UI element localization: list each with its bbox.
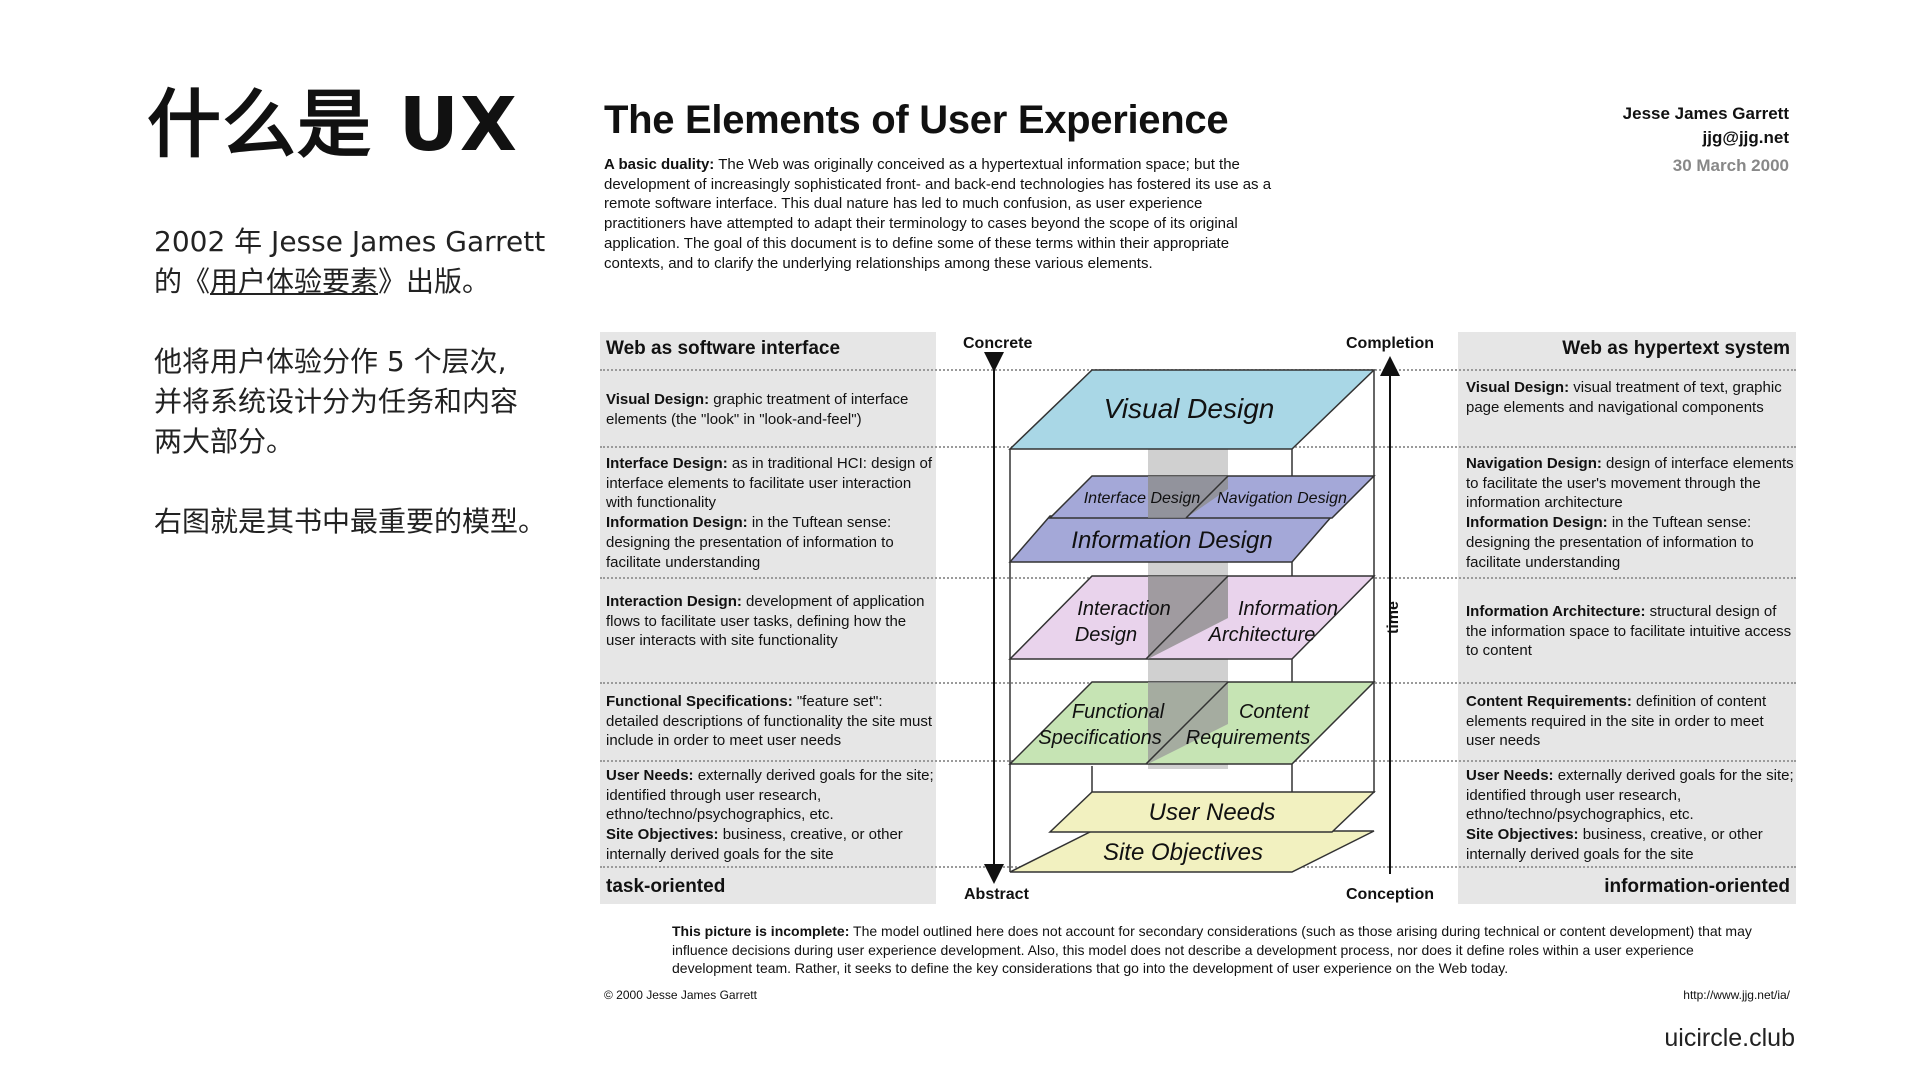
term: Information Architecture: — [1466, 603, 1646, 620]
right-desc-ia: Information Architecture: structural des… — [1466, 602, 1794, 661]
center-band-shadow — [1148, 476, 1228, 518]
incomplete-label: This picture is incomplete: — [672, 923, 850, 939]
term: Visual Design: — [606, 391, 710, 408]
term: Interface Design: — [606, 455, 728, 472]
left-panel-footer: task-oriented — [606, 876, 726, 897]
term: Information Design: — [1466, 514, 1608, 532]
right-panel-footer: information-oriented — [1604, 876, 1790, 897]
plane-label-navigation-design: Navigation Design — [1217, 490, 1347, 507]
structure-divider — [1145, 575, 1229, 660]
plane-label-user-needs: User Needs — [1149, 799, 1276, 826]
incomplete-text: The model outlined here does not account… — [672, 923, 1752, 976]
intro-line: 并将系统设计分为任务和内容 — [154, 385, 519, 418]
intro-line: 右图就是其书中最重要的模型。 — [154, 505, 547, 538]
left-panel: Web as software interface Visual Design:… — [600, 332, 936, 904]
right-panel-header: Web as hypertext system — [1562, 338, 1790, 359]
intro-paragraph-2: 他将用户体验分作 5 个层次, 并将系统设计分为任务和内容 两大部分。 — [154, 342, 554, 462]
intro-line: 2002 年 Jesse James Garrett — [154, 225, 546, 258]
plane-label-interaction-1: Interaction — [1077, 598, 1170, 620]
source-url-link[interactable]: http://www.jjg.net/ia/ — [1683, 988, 1790, 1002]
plane-label-ia-2: Architecture — [1208, 624, 1316, 646]
plane-label-functional-2: Specifications — [1038, 727, 1161, 749]
planes-stack-diagram: Concrete Abstract Completion Conception … — [963, 335, 1434, 903]
right-desc-navigation-info: Navigation Design: design of interface e… — [1466, 454, 1794, 572]
intro-line: 两大部分。 — [154, 425, 295, 458]
intro-line: 他将用户体验分作 5 个层次, — [154, 345, 507, 378]
site-brand: uicircle.club — [1664, 1024, 1795, 1052]
term: Navigation Design: — [1466, 455, 1602, 472]
right-desc-needs-objectives: User Needs: externally derived goals for… — [1466, 766, 1794, 865]
axis-label-time: time — [1385, 601, 1402, 634]
left-panel-header: Web as software interface — [606, 338, 841, 359]
term: Content Requirements: — [1466, 693, 1632, 710]
plane-label-content-2: Requirements — [1186, 727, 1311, 749]
intro-text: 的《 — [154, 265, 211, 298]
right-desc-visual: Visual Design: visual treatment of text,… — [1466, 378, 1794, 417]
author-block: Jesse James Garrett jjg@jjg.net 30 March… — [1623, 102, 1789, 178]
duality-paragraph: A basic duality: The Web was originally … — [604, 155, 1274, 273]
definition: externally derived goals for the site; i… — [1466, 767, 1794, 824]
term: Visual Design: — [1466, 379, 1570, 396]
term: Site Objectives: — [1466, 826, 1579, 844]
definition: business, creative, or other internally … — [606, 826, 903, 863]
plane-visual-design — [1008, 369, 1376, 450]
plane-label-information-design: Information Design — [1071, 527, 1272, 554]
plane-label-visual-design: Visual Design — [1104, 393, 1275, 424]
term: User Needs: — [1466, 767, 1554, 784]
plane-label-functional-1: Functional — [1072, 701, 1165, 723]
plane-label-interaction-2: Design — [1075, 624, 1137, 646]
definition: structural design of the information spa… — [1466, 603, 1792, 660]
definition: definition of content elements required … — [1466, 693, 1767, 750]
incomplete-note: This picture is incomplete: The model ou… — [672, 922, 1752, 978]
left-desc-needs-objectives: User Needs: externally derived goals for… — [606, 766, 934, 865]
definition: "feature set": detailed descriptions of … — [606, 693, 933, 750]
axis-label-completion: Completion — [1346, 335, 1434, 352]
duality-text: The Web was originally conceived as a hy… — [604, 156, 1272, 272]
left-desc-interface-info: Interface Design: as in traditional HCI:… — [606, 454, 934, 572]
definition: in the Tuftean sense: designing the pres… — [1466, 514, 1754, 571]
right-panel: Web as hypertext system Visual Design: v… — [1458, 332, 1796, 904]
plane-user-needs — [1048, 791, 1376, 833]
plane-site-objectives — [1009, 830, 1375, 873]
plane-label-site-objectives: Site Objectives — [1103, 839, 1263, 866]
definition: development of application flows to faci… — [606, 593, 925, 650]
author-name: Jesse James Garrett — [1622, 104, 1789, 123]
axis-label-abstract: Abstract — [964, 886, 1030, 903]
definition: in the Tuftean sense: designing the pres… — [606, 514, 894, 571]
right-desc-content: Content Requirements: definition of cont… — [1466, 692, 1794, 751]
slide-title: 什么是 UX — [147, 82, 518, 168]
definition: as in traditional HCI: design of interfa… — [606, 455, 932, 512]
diagram-title: The Elements of User Experience — [604, 98, 1229, 142]
copyright: © 2000 Jesse James Garrett — [604, 988, 757, 1002]
author-date: 30 March 2000 — [1672, 156, 1789, 175]
book-title-link[interactable]: 用户体验要素 — [210, 265, 379, 298]
term: Site Objectives: — [606, 826, 719, 844]
term: Information Design: — [606, 514, 748, 532]
skeleton-divider — [1185, 475, 1229, 519]
duality-label: A basic duality: — [604, 156, 715, 173]
term: User Needs: — [606, 767, 694, 784]
left-desc-interaction: Interaction Design: development of appli… — [606, 592, 934, 651]
scope-divider — [1145, 681, 1229, 765]
definition: graphic treatment of interface elements … — [606, 391, 909, 428]
left-desc-visual: Visual Design: graphic treatment of inte… — [606, 390, 934, 429]
plane-label-interface-design: Interface Design — [1084, 490, 1201, 507]
intro-paragraph-1: 2002 年 Jesse James Garrett 的《用户体验要素》出版。 — [154, 222, 554, 302]
intro-paragraph-3: 右图就是其书中最重要的模型。 — [154, 502, 554, 542]
definition: visual treatment of text, graphic page e… — [1466, 379, 1782, 416]
plane-label-content-1: Content — [1239, 701, 1310, 723]
term: Interaction Design: — [606, 593, 742, 610]
axis-label-concrete: Concrete — [963, 335, 1032, 352]
left-desc-functional: Functional Specifications: "feature set"… — [606, 692, 934, 751]
author-email[interactable]: jjg@jjg.net — [1702, 128, 1789, 147]
definition: business, creative, or other internally … — [1466, 826, 1763, 863]
definition: externally derived goals for the site; i… — [606, 767, 934, 824]
definition: design of interface elements to facilita… — [1466, 455, 1794, 512]
axis-label-conception: Conception — [1346, 886, 1434, 903]
intro-text: 》出版。 — [378, 265, 491, 298]
plane-label-ia-1: Information — [1238, 598, 1338, 620]
term: Functional Specifications: — [606, 693, 793, 710]
